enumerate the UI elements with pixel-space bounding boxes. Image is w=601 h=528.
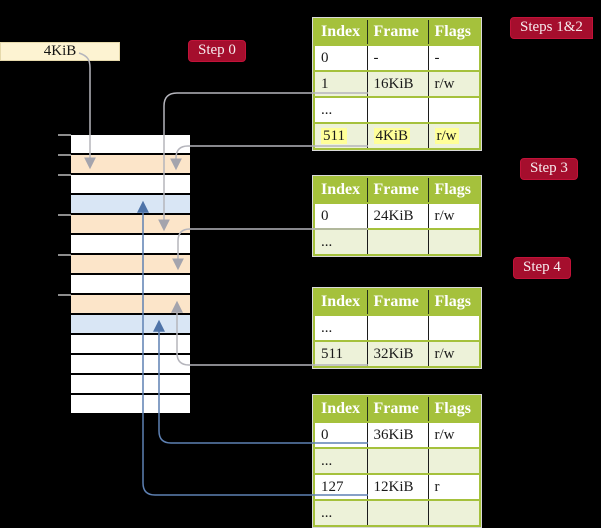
memory-tick — [58, 214, 71, 216]
page-table-step4: Index Frame Flags ... 511 32KiB r/w — [313, 288, 481, 368]
memory-row-0 — [71, 135, 190, 155]
table-row: 0 36KiB r/w — [314, 422, 480, 449]
col-header-frame: Frame — [367, 177, 429, 204]
badge-step-0: Step 0 — [188, 40, 246, 62]
memory-tick — [58, 134, 71, 136]
memory-tick — [58, 294, 71, 296]
table-row: ... — [314, 229, 480, 256]
memory-row-7 — [71, 275, 190, 295]
table-row: 127 12KiB r — [314, 474, 480, 501]
col-header-frame: Frame — [367, 19, 429, 46]
col-header-index: Index — [314, 289, 368, 316]
page-table-step3: Index Frame Flags 0 24KiB r/w ... — [313, 176, 481, 256]
col-header-frame: Frame — [367, 289, 429, 316]
memory-row-8 — [71, 295, 190, 315]
memory-tick — [58, 154, 71, 156]
highlighted-value: 511 — [321, 127, 347, 144]
memory-row-11 — [71, 355, 190, 375]
memory-row-4 — [71, 215, 190, 235]
table-row: 511 32KiB r/w — [314, 341, 480, 368]
memory-tick — [58, 174, 71, 176]
memory-row-3 — [71, 195, 190, 215]
badge-step-3: Step 3 — [520, 158, 578, 180]
col-header-index: Index — [314, 396, 368, 423]
memory-row-13 — [71, 395, 190, 415]
table-header-row: Index Frame Flags — [314, 177, 480, 204]
table-row: ... — [314, 315, 480, 342]
col-header-flags: Flags — [428, 396, 480, 423]
physical-memory-column — [71, 135, 190, 415]
badge-step-4: Step 4 — [513, 257, 571, 279]
highlighted-value: 4KiB — [373, 127, 411, 144]
col-header-flags: Flags — [428, 289, 480, 316]
col-header-flags: Flags — [428, 177, 480, 204]
page-table-leaf: Index Frame Flags 0 36KiB r/w ... 127 12… — [313, 395, 481, 527]
memory-row-6 — [71, 255, 190, 275]
memory-row-9 — [71, 315, 190, 335]
table-row-highlighted: 511 4KiB r/w — [314, 123, 480, 150]
col-header-frame: Frame — [367, 396, 429, 423]
table-row: ... — [314, 500, 480, 527]
highlighted-value: r/w — [434, 127, 459, 144]
table-row: 0 - - — [314, 45, 480, 72]
badge-steps-1-2: Steps 1&2 — [510, 17, 593, 39]
table-header-row: Index Frame Flags — [314, 396, 480, 423]
page-table-level0: Index Frame Flags 0 - - 1 16KiB r/w ... … — [313, 18, 481, 150]
memory-row-12 — [71, 375, 190, 395]
col-header-index: Index — [314, 19, 368, 46]
memory-tick — [58, 254, 71, 256]
memory-row-1 — [71, 155, 190, 175]
table-row: ... — [314, 97, 480, 124]
col-header-flags: Flags — [428, 19, 480, 46]
table-header-row: Index Frame Flags — [314, 19, 480, 46]
table-row: 1 16KiB r/w — [314, 71, 480, 98]
table-header-row: Index Frame Flags — [314, 289, 480, 316]
memory-row-2 — [71, 175, 190, 195]
page-size-box: 4KiB — [0, 42, 120, 61]
memory-row-10 — [71, 335, 190, 355]
table-row: ... — [314, 448, 480, 475]
table-row: 0 24KiB r/w — [314, 203, 480, 230]
memory-row-5 — [71, 235, 190, 255]
col-header-index: Index — [314, 177, 368, 204]
